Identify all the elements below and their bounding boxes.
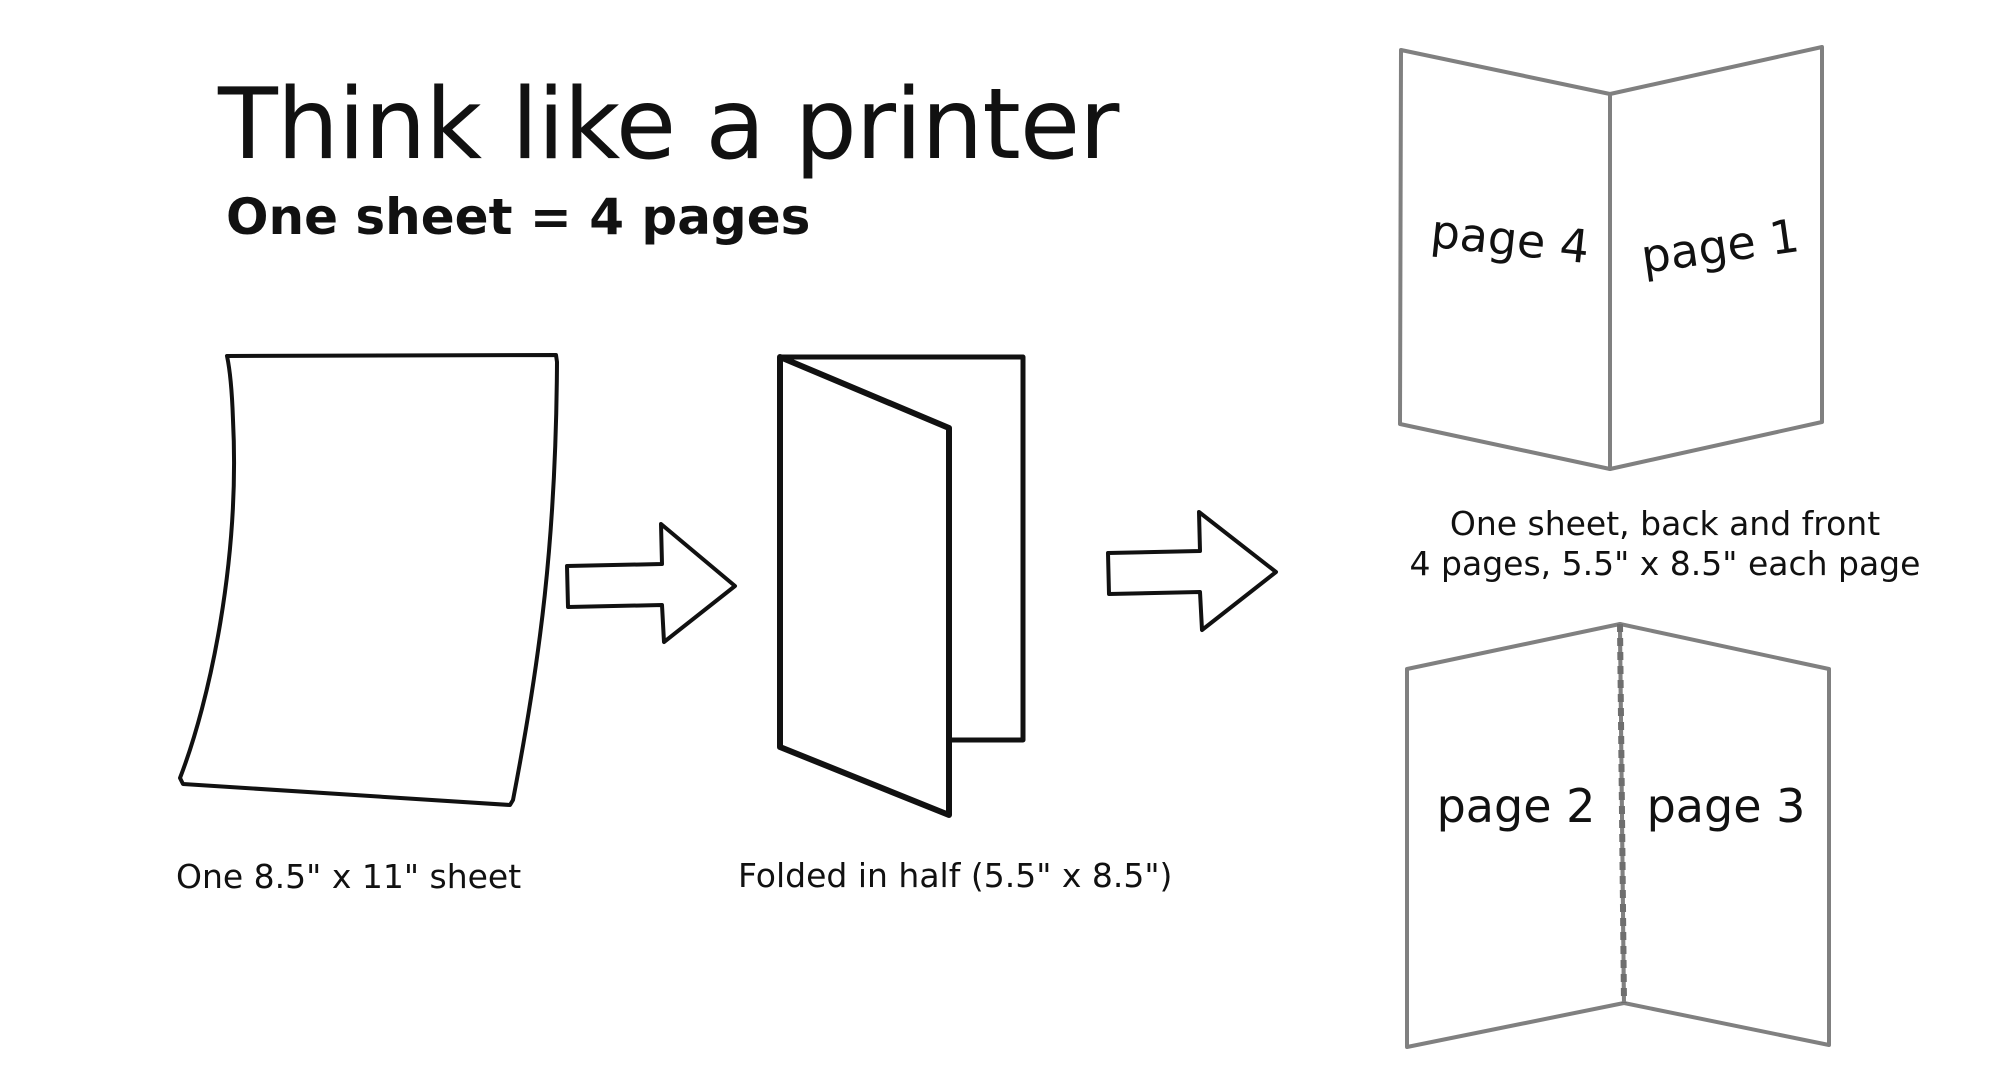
outer-spread: page 4 page 1	[1398, 45, 1824, 471]
page-2-label: page 2	[1437, 779, 1596, 833]
sheet-caption: One 8.5" x 11" sheet	[176, 857, 522, 896]
arrow-icon-1	[565, 522, 737, 644]
fold-line	[1617, 623, 1627, 1004]
page-subtitle: One sheet = 4 pages	[226, 188, 811, 246]
spread-caption-line-2: 4 pages, 5.5" x 8.5" each page	[1409, 544, 1921, 583]
folded-caption: Folded in half (5.5" x 8.5")	[738, 856, 1173, 895]
flat-sheet	[178, 353, 559, 807]
page-title: Think like a printer	[218, 68, 1119, 182]
spread-caption: One sheet, back and front 4 pages, 5.5" …	[1355, 504, 1975, 584]
page-3-label: page 3	[1647, 779, 1806, 833]
spread-caption-line-1: One sheet, back and front	[1449, 504, 1881, 543]
arrow-icon-2	[1106, 510, 1278, 632]
inner-spread: page 2 page 3	[1405, 622, 1831, 1049]
folded-booklet	[777, 354, 1026, 818]
